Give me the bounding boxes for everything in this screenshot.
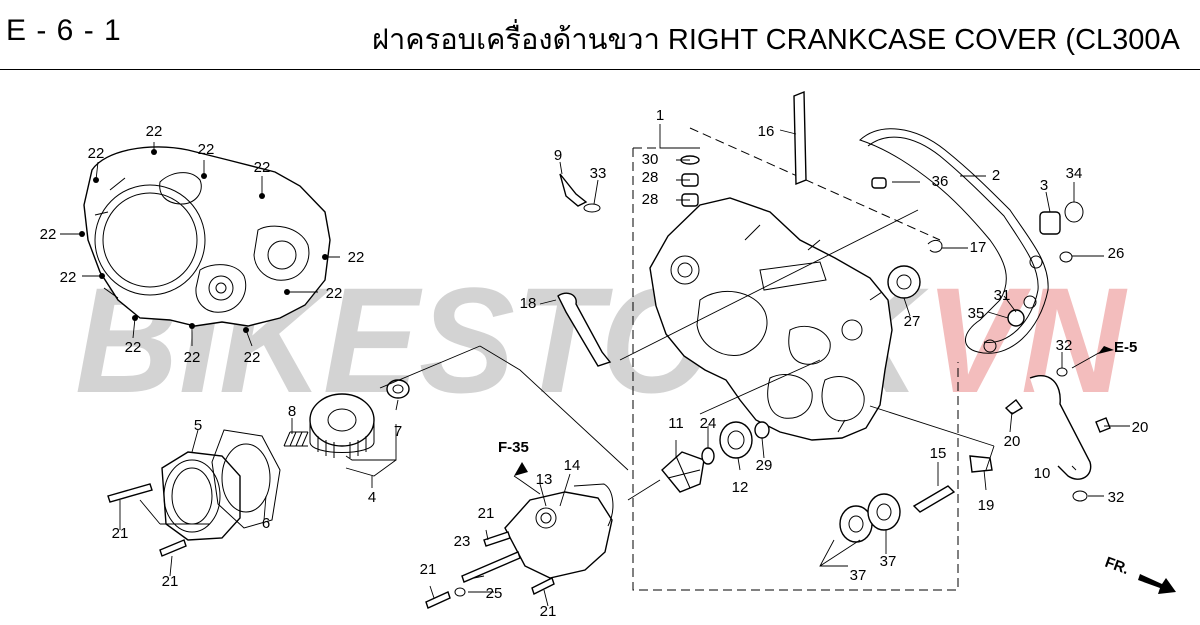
callout-22: 22: [40, 226, 57, 243]
callout-15: 15: [930, 445, 947, 462]
ref-e5-label: E-5: [1114, 339, 1137, 356]
callout-22: 22: [184, 349, 201, 366]
callout-32: 32: [1108, 489, 1125, 506]
callout-6: 6: [262, 515, 270, 532]
oil-filter-cover: [161, 451, 241, 541]
callout-37: 37: [850, 567, 867, 584]
callout-22: 22: [125, 339, 142, 356]
callout-25: 25: [486, 585, 503, 602]
callout-28: 28: [642, 191, 659, 208]
callout-19: 19: [978, 497, 995, 514]
callout-3: 3: [1040, 177, 1048, 194]
callout-37: 37: [880, 553, 897, 570]
callout-8: 8: [288, 403, 296, 420]
callout-10: 10: [1034, 465, 1051, 482]
page-header: E - 6 - 1 ฝาครอบเครื่องด้านขวา RIGHT CRA…: [0, 0, 1200, 70]
callout-27: 27: [904, 313, 921, 330]
callout-17: 17: [970, 239, 987, 256]
right-crankcase-cover: [649, 197, 893, 441]
callout-12: 12: [732, 479, 749, 496]
exploded-parts-diagram: BIKESTOCK VN: [40, 90, 1176, 620]
callout-16: 16: [758, 123, 775, 140]
callout-14: 14: [564, 457, 581, 474]
leader-lines: [119, 124, 1130, 607]
callout-22: 22: [244, 349, 261, 366]
small-parts: [557, 90, 1092, 543]
ref-f35-label: F-35: [498, 439, 529, 456]
callout-2: 2: [992, 167, 1000, 184]
filter-cover-gasket: [211, 429, 281, 529]
leaders-22: [60, 142, 340, 347]
front-direction-label: FR.: [1103, 554, 1132, 578]
front-arrow-icon: [1138, 574, 1176, 594]
callout-9: 9: [554, 147, 562, 164]
callout-4: 4: [368, 489, 376, 506]
callout-5: 5: [194, 417, 202, 434]
callout-18: 18: [520, 295, 537, 312]
callout-28: 28: [642, 169, 659, 186]
callout-22: 22: [348, 249, 365, 266]
callout-30: 30: [642, 151, 659, 168]
callout-22: 22: [326, 285, 343, 302]
callout-23: 23: [454, 533, 471, 550]
filter-o-ring: [386, 379, 410, 399]
callout-22: 22: [146, 123, 163, 140]
callout-20: 20: [1004, 433, 1021, 450]
page-title: ฝาครอบเครื่องด้านขวา RIGHT CRANKCASE COV…: [372, 24, 1180, 56]
callout-36: 36: [932, 173, 949, 190]
callout-35: 35: [968, 305, 985, 322]
callout-22: 22: [254, 159, 271, 176]
callout-21: 21: [478, 505, 495, 522]
callout-1: 1: [656, 107, 664, 124]
callout-26: 26: [1108, 245, 1125, 262]
clutch-cover: [83, 146, 331, 327]
callout-33: 33: [590, 165, 607, 182]
callout-29: 29: [756, 457, 773, 474]
water-pump-impeller: [661, 451, 705, 493]
callout-11: 11: [668, 415, 684, 432]
callout-labels: 22 22 22 22 22 22 22 22 22 22 22 1 2 3 4…: [40, 107, 1149, 620]
callout-31: 31: [994, 287, 1011, 304]
callout-13: 13: [536, 471, 553, 488]
callout-21: 21: [540, 603, 557, 620]
spring: [283, 431, 309, 447]
callout-22: 22: [60, 269, 77, 286]
oil-filter: [309, 393, 375, 458]
section-code: E - 6 - 1: [6, 14, 122, 47]
callout-21: 21: [162, 573, 179, 590]
water-pump-cover: [504, 483, 614, 579]
header-divider: [0, 69, 1200, 70]
flange-bolts: [107, 399, 1111, 609]
callout-7: 7: [394, 423, 402, 440]
callout-21: 21: [420, 561, 437, 578]
cover-gasket: [859, 128, 1049, 354]
callout-22: 22: [88, 145, 105, 162]
watermark-red-text: VN: [925, 256, 1128, 424]
callout-24: 24: [700, 415, 717, 432]
callout-20: 20: [1132, 419, 1149, 436]
callout-34: 34: [1066, 165, 1083, 182]
callout-32: 32: [1056, 337, 1073, 354]
callout-22: 22: [198, 141, 215, 158]
callout-21: 21: [112, 525, 129, 542]
